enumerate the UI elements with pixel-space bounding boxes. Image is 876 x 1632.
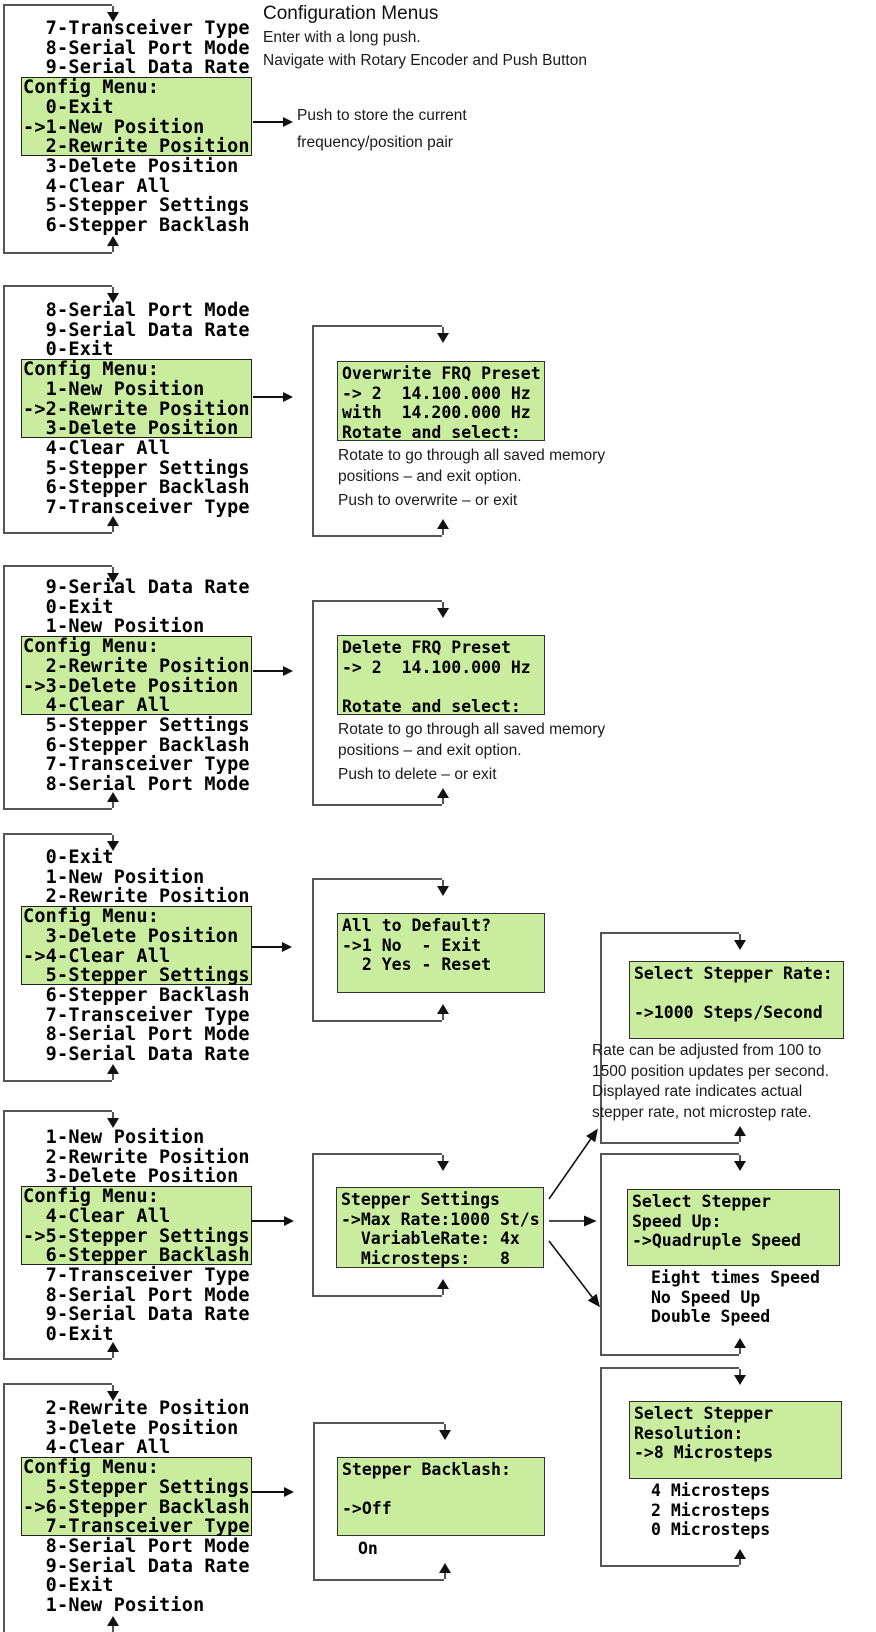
loop-arrow-menu-6 — [3, 1383, 119, 1632]
menu-highlight-6 — [21, 1457, 252, 1536]
lcd-resolution: Select Stepper Resolution: ->8 Microstep… — [629, 1401, 842, 1479]
lcd-stepper-settings: Stepper Settings ->Max Rate:1000 St/s Va… — [336, 1187, 544, 1268]
menu-highlight-3 — [21, 636, 252, 715]
loop-arrow-stepper-settings — [312, 1153, 449, 1297]
menu-list-2: 8-Serial Port Mode 9-Serial Data Rate 0-… — [23, 300, 250, 519]
flow-arrow-6 — [252, 1487, 294, 1497]
page-title: Configuration Menus — [263, 3, 439, 24]
flow-arrow-1 — [253, 117, 293, 127]
loop-arrow-menu-3 — [3, 565, 119, 810]
lcd-backlash: Stepper Backlash: ->Off — [337, 1457, 545, 1536]
menu-highlight-4 — [21, 906, 252, 985]
menu-highlight-2 — [21, 359, 252, 438]
flow-arrow-2 — [253, 392, 293, 402]
loop-arrow-stepper-rate — [600, 932, 746, 1144]
lcd-all-default: All to Default? ->1 No - Exit 2 Yes - Re… — [337, 913, 545, 993]
lcd-overwrite-preset: Overwrite FRQ Preset -> 2 14.100.000 Hz … — [337, 361, 545, 442]
loop-arrow-speed-up — [600, 1153, 746, 1356]
flow-arrow-3 — [253, 666, 293, 676]
flow-arrow-4 — [248, 942, 292, 952]
lcd-delete-preset: Delete FRQ Preset -> 2 14.100.000 Hz Rot… — [337, 635, 545, 716]
loop-arrow-resolution — [600, 1367, 746, 1567]
loop-arrow-overwrite — [312, 325, 449, 537]
flow-arrow-5 — [250, 1216, 294, 1226]
menu-highlight-5 — [21, 1186, 252, 1265]
lcd-stepper-rate: Select Stepper Rate: ->1000 Steps/Second — [629, 961, 844, 1039]
loop-arrow-all-default — [312, 878, 449, 1022]
menu-highlight-1 — [21, 77, 252, 156]
caption-delete-rotate: Rotate to go through all saved memory po… — [338, 721, 606, 759]
caption-overwrite-rotate: Rotate to go through all saved memory po… — [338, 447, 606, 485]
caption-delete-push: Push to delete – or exit — [338, 766, 497, 783]
loop-arrow-backlash — [313, 1422, 451, 1581]
page-subtitle: Enter with a long push. Navigate with Ro… — [263, 29, 587, 69]
fan-arrows — [548, 1128, 600, 1308]
menu-list-5: 1-New Position 2-Rewrite Position 3-Dele… — [23, 1127, 250, 1346]
menu-list-1: 7-Transceiver Type 8-Serial Port Mode 9-… — [23, 18, 250, 237]
speed-up-options: Eight times Speed No Speed Up Double Spe… — [651, 1268, 820, 1327]
loop-arrow-menu-4 — [3, 833, 119, 1082]
loop-arrow-menu-2 — [3, 285, 119, 534]
resolution-options: 4 Microsteps 2 Microsteps 0 Microsteps — [651, 1481, 771, 1540]
loop-arrow-menu-5 — [3, 1110, 119, 1360]
menu-list-3: 9-Serial Data Rate 0-Exit 1-New Position… — [23, 577, 250, 796]
note-store: Push to store the current frequency/posi… — [297, 107, 467, 151]
backlash-option-on: On — [358, 1539, 378, 1558]
caption-overwrite-push: Push to overwrite – or exit — [338, 492, 518, 509]
caption-stepper-rate: Rate can be adjusted from 100 to 1500 po… — [592, 1042, 829, 1121]
loop-arrow-menu-1 — [3, 4, 119, 254]
lcd-speed-up: Select Stepper Speed Up: ->Quadruple Spe… — [627, 1189, 840, 1266]
menu-list-4: 0-Exit 1-New Position 2-Rewrite Position… — [23, 847, 250, 1066]
menu-list-6: 2-Rewrite Position 3-Delete Position 4-C… — [23, 1398, 250, 1617]
loop-arrow-delete — [312, 600, 449, 806]
